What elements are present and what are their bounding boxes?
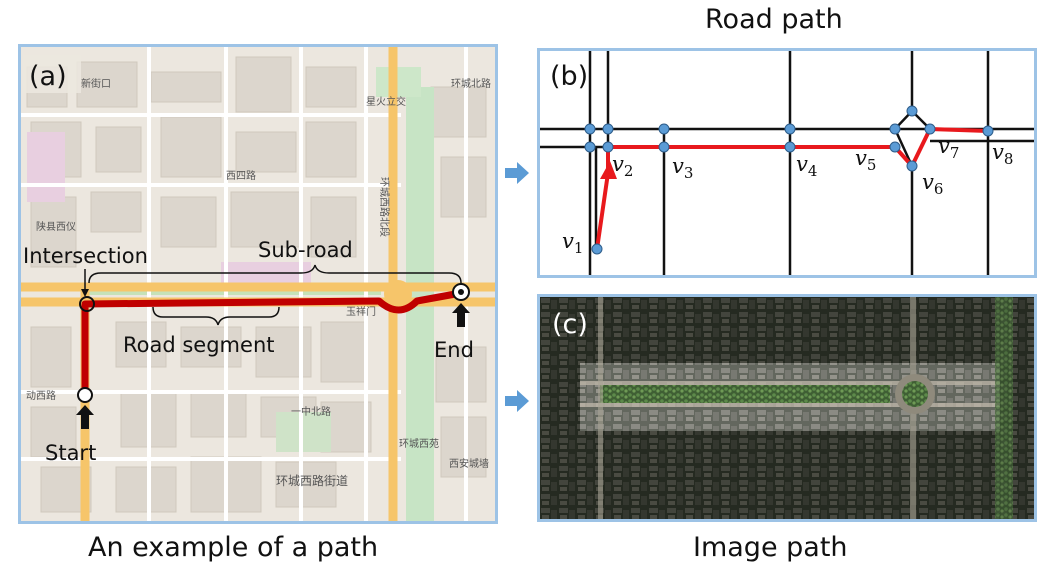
vertex-label-v8: v8 [992, 140, 1013, 168]
start-label: Start [45, 441, 96, 465]
road-graph: (b) v1 v2 v3 v4 v5 v6 v7 v8 [540, 51, 1034, 275]
road-path-caption: Road path [705, 4, 843, 35]
arrow-right-icon [505, 390, 529, 412]
map-label: 动西路 [26, 389, 56, 402]
vertex-label-v1: v1 [562, 229, 583, 257]
route-path [81, 289, 462, 392]
park-block [376, 67, 421, 97]
end-arrow-icon [452, 303, 470, 327]
zone-pink [27, 132, 65, 202]
roundabout [384, 280, 412, 308]
road-segment-label: Road segment [123, 333, 274, 357]
tag-bg [23, 55, 81, 93]
city-blocks [26, 56, 487, 513]
map-drawing: 新街口 西四路 陕县西仪 环城西路北段 玉祥门 一中北路 环城西路街道 环城西苑… [21, 47, 495, 521]
map-panel: 新街口 西四路 陕县西仪 环城西路北段 玉祥门 一中北路 环城西路街道 环城西苑… [18, 44, 498, 524]
map-label: 环城北路 [451, 77, 491, 90]
vertex-label-v4: v4 [796, 152, 817, 180]
graph-vertices [584, 105, 994, 255]
vertex-label-v5: v5 [855, 146, 876, 174]
park-vertical [995, 297, 1013, 519]
map-label: 环城西苑 [399, 437, 439, 450]
road-graph-panel: (b) v1 v2 v3 v4 v5 v6 v7 v8 [537, 48, 1037, 278]
intersection-marker [79, 296, 95, 312]
vertex-label-v7: v7 [938, 134, 959, 162]
panel-c-tag: (c) [552, 309, 588, 340]
map-label: 陕县西仪 [36, 220, 76, 233]
map-label: 环城西路北段 [378, 177, 391, 237]
satellite-image: (c) [540, 297, 1034, 519]
roundabout-center [902, 381, 928, 407]
arrow-right-icon [505, 162, 529, 184]
map-label: 玉祥门 [346, 305, 376, 318]
start-arrow-icon [76, 405, 94, 429]
sub-road-label: Sub-road [258, 238, 353, 262]
vertex-label-v3: v3 [672, 154, 693, 182]
intersection-label: Intersection [23, 244, 148, 268]
road-vertical [598, 297, 603, 519]
image-path-caption: Image path [693, 532, 848, 563]
map-label: 西四路 [226, 169, 256, 182]
road-lower [580, 403, 1000, 407]
map-label: 西安城墙 [449, 457, 489, 470]
zone-green [276, 412, 331, 452]
road-segment-brace [152, 306, 280, 326]
start-marker [77, 387, 93, 403]
sub-road-brace [88, 264, 462, 284]
end-label: End [434, 338, 474, 362]
map-label: 星火立交 [366, 95, 406, 108]
tree-boulevard [600, 385, 890, 403]
map-label: 环城西路街道 [276, 473, 348, 488]
panel-a-tag: (a) [29, 61, 67, 92]
vertex-label-v2: v2 [612, 152, 633, 180]
satellite-image-panel: (c) [537, 294, 1037, 522]
panel-b-tag: (b) [550, 61, 588, 92]
vertex-label-v6: v6 [922, 170, 943, 198]
map-label: 一中北路 [291, 405, 331, 418]
end-marker-dot [458, 289, 464, 295]
path-example-caption: An example of a path [88, 532, 379, 563]
map-label: 新街口 [81, 77, 111, 90]
road-upper [580, 381, 1000, 385]
intersection-pointer-head [81, 289, 89, 297]
